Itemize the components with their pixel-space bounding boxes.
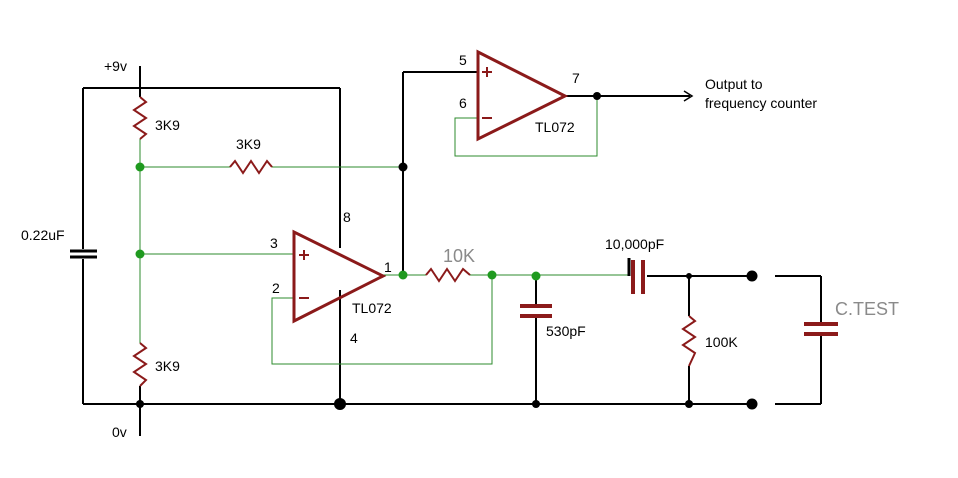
opamp-upper-part-label: TL072	[535, 119, 575, 135]
junction-dot	[532, 400, 540, 408]
output-label-line1: Output to	[705, 76, 763, 92]
pin-3-label: 3	[270, 235, 278, 251]
pin-8-label: 8	[343, 209, 351, 225]
junction-dots	[135, 92, 758, 410]
supply-positive-label: +9v	[104, 58, 127, 74]
output-arrow-icon	[683, 90, 694, 102]
junction-dot	[593, 92, 601, 100]
resistor-bottom	[132, 342, 148, 387]
junction-dot	[398, 162, 408, 172]
capacitor-530pf-label: 530pF	[546, 323, 586, 339]
opamp-lower	[292, 229, 387, 324]
pin-7-label: 7	[572, 70, 580, 86]
output-label-line2: frequency counter	[705, 95, 817, 111]
pin-6-label: 6	[459, 95, 467, 111]
pin-1-label: 1	[384, 259, 392, 275]
junction-dot	[136, 400, 144, 408]
pin-2-label: 2	[272, 280, 280, 296]
junction-dot	[135, 162, 145, 172]
green-wires	[139, 96, 629, 365]
opamp-lower-part-label: TL072	[352, 300, 392, 316]
junction-dot	[398, 270, 408, 280]
resistor-top	[132, 96, 148, 140]
test-terminal-top	[746, 270, 758, 282]
resistor-mid	[229, 159, 273, 175]
capacitor-coupling	[627, 258, 645, 294]
capacitor-ctest	[804, 322, 838, 336]
test-terminal-bottom	[746, 398, 758, 410]
resistor-100k	[681, 315, 697, 367]
feedback-loop-lower	[271, 275, 493, 365]
feedback-loop-upper	[454, 96, 598, 157]
capacitor-decouple	[70, 249, 97, 259]
capacitor-coupling-label: 10,000pF	[605, 236, 664, 252]
supply-ground-label: 0v	[112, 424, 127, 440]
junction-dot	[334, 398, 346, 410]
opamp-upper	[476, 49, 569, 142]
capacitor-ctest-label: C.TEST	[835, 299, 899, 319]
resistor-bottom-label: 3K9	[155, 358, 180, 374]
black-wires	[82, 66, 822, 436]
resistor-100k-label: 100K	[705, 334, 738, 350]
junction-dot	[487, 270, 497, 280]
resistor-mid-label: 3K9	[236, 136, 261, 152]
resistor-top-label: 3K9	[155, 117, 180, 133]
resistor-10k-label: 10K	[443, 246, 475, 266]
capacitor-530pf	[520, 304, 552, 318]
junction-dot	[685, 400, 693, 408]
resistor-10k	[425, 267, 471, 283]
junction-dot	[686, 273, 692, 279]
junction-dot	[135, 249, 145, 259]
pin-5-label: 5	[459, 52, 467, 68]
junction-dot	[531, 271, 541, 281]
capacitor-decouple-label: 0.22uF	[21, 227, 65, 243]
pin-4-label: 4	[350, 330, 358, 346]
